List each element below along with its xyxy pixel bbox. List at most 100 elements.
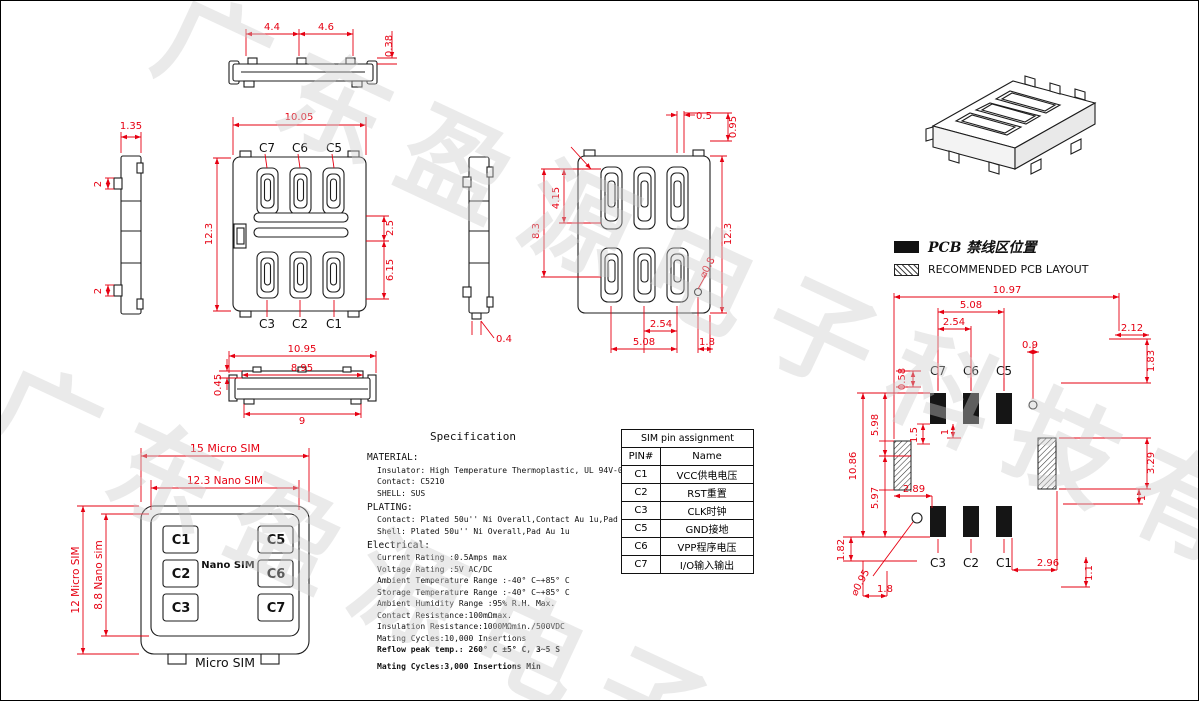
sim-contact-c1: C1 bbox=[172, 533, 191, 548]
pin-col-header: PIN# bbox=[621, 447, 661, 466]
dim-9: 9 bbox=[299, 416, 305, 427]
spec-line-plating: PLATING: bbox=[367, 501, 413, 513]
dim-12-3-back: 12.3 bbox=[723, 223, 734, 245]
dim-0-38: 0.38 bbox=[384, 35, 395, 57]
pin-id: C1 bbox=[621, 465, 661, 484]
spec-line: Contact: C5210 bbox=[377, 477, 445, 486]
pin-name: GND接地 bbox=[660, 519, 754, 538]
dim-1-8-back: 1.8 bbox=[699, 337, 715, 348]
spec-line-electrical: Electrical: bbox=[367, 539, 430, 551]
keepout-swatch-icon bbox=[894, 241, 919, 253]
spec-line: Storage Temperature Range :-40° C~+85° C bbox=[377, 587, 570, 597]
dim-15-micro-sim: 15 Micro SIM bbox=[190, 442, 260, 455]
micro-sim-label: Micro SIM bbox=[195, 655, 255, 670]
pcb-pad-c3 bbox=[930, 506, 946, 537]
back-view-dimensions: 0.5 0.95 4.15 8.3 12.3 2.54 5.08 1.8 ⌀0.… bbox=[531, 111, 739, 353]
legend-recommended-row: RECOMMENDED PCB LAYOUT bbox=[894, 263, 1088, 276]
front-view bbox=[232, 150, 367, 318]
spec-title: Specification bbox=[429, 430, 517, 443]
pin-name: I/O输入输出 bbox=[660, 555, 754, 574]
contact-label-c6: C6 bbox=[292, 141, 308, 155]
front-view-dimensions: 10.05 12.3 2.5 6.15 bbox=[204, 112, 396, 312]
dim-0-45: 0.45 bbox=[213, 374, 224, 396]
dim-2-54: 2.54 bbox=[650, 319, 672, 330]
pin-name: VPP程序电压 bbox=[660, 537, 754, 556]
dim-hole-0-95: ⌀0.95 bbox=[849, 568, 872, 598]
dim-2-top: 2 bbox=[93, 181, 104, 187]
spec-line-mating: Mating Cycles:3,000 Insertions Min bbox=[377, 662, 541, 671]
dim-4-4: 4.4 bbox=[264, 22, 280, 33]
spec-line: Ambient Temperature Range :-40° C~+85° C bbox=[377, 576, 570, 585]
dim-2-5: 2.5 bbox=[385, 220, 396, 236]
dim-1-83: 1.83 bbox=[1146, 350, 1157, 372]
dim-12-3-front: 12.3 bbox=[204, 223, 215, 245]
dim-1-35: 1.35 bbox=[120, 121, 142, 132]
dim-8-95: 8.95 bbox=[291, 363, 313, 374]
pin-table-title: SIM pin assignment bbox=[621, 429, 754, 448]
dim-2-12: 2.12 bbox=[1121, 323, 1143, 334]
dim-12-3-nano-sim: 12.3 Nano SIM bbox=[187, 475, 263, 487]
sim-contact-c6: C6 bbox=[267, 567, 286, 582]
dim-1-82: 1.82 bbox=[836, 539, 847, 561]
dim-12-micro-sim: 12 Micro SIM bbox=[70, 546, 82, 613]
spec-line: Mating Cycles:10,000 Insertions bbox=[377, 633, 527, 643]
dim-10-05: 10.05 bbox=[285, 112, 314, 123]
dim-10-86: 10.86 bbox=[848, 452, 859, 481]
dim-6-15: 6.15 bbox=[385, 259, 396, 281]
front-view-labels: C7 C6 C5 C3 C2 C1 bbox=[259, 141, 342, 331]
specification-block: Specification MATERIAL: Insulator: High … bbox=[367, 430, 647, 671]
pin-name: VCC供电电压 bbox=[660, 465, 754, 484]
hatch-swatch-icon bbox=[894, 263, 919, 276]
contact-label-c3: C3 bbox=[259, 317, 275, 331]
spec-line: Insulator: High Temperature Thermoplasti… bbox=[377, 465, 628, 475]
pcb-layout: C7 C6 C5 C3 C2 C1 bbox=[893, 364, 1057, 570]
dim-5-08-pcb: 5.08 bbox=[960, 300, 982, 311]
dim-2-89: 2.89 bbox=[903, 484, 925, 495]
side-view-right bbox=[462, 156, 494, 320]
pin-name: CLK时钟 bbox=[660, 501, 754, 520]
dim-5-08: 5.08 bbox=[633, 337, 655, 348]
pcb-pad-side-left bbox=[893, 440, 912, 491]
sim-card-view: C1 C2 C3 C5 C6 C7 Nano SIM Micro SIM bbox=[140, 505, 310, 670]
spec-line: SHELL: SUS bbox=[377, 488, 426, 498]
side-view-right-dimensions: 0.4 bbox=[471, 320, 512, 345]
dim-0-5: 0.5 bbox=[696, 111, 712, 122]
pcb-pad-c6 bbox=[963, 393, 979, 424]
contact-label-c7: C7 bbox=[259, 141, 275, 155]
dim-1-1: 1.1 bbox=[1084, 565, 1095, 581]
pcb-legend: PCB 禁线区位置 RECOMMENDED PCB LAYOUT bbox=[894, 237, 1088, 282]
dim-4-15: 4.15 bbox=[551, 187, 562, 209]
pin-id: C2 bbox=[621, 483, 661, 502]
top-view bbox=[228, 57, 378, 88]
sim-contact-c5: C5 bbox=[267, 533, 286, 548]
pcb-hole-095 bbox=[911, 512, 923, 524]
isometric-view bbox=[925, 75, 1097, 175]
nano-sim-label: Nano SIM bbox=[201, 560, 255, 571]
legend-keepout-row: PCB 禁线区位置 bbox=[894, 237, 1088, 257]
dim-10-97: 10.97 bbox=[993, 285, 1022, 296]
pcb-hole-small bbox=[1028, 400, 1038, 410]
bottom-view-dimensions: 10.95 8.95 9 0.45 bbox=[213, 344, 377, 427]
dim-1-mid: 1 bbox=[940, 429, 951, 435]
top-view-dimensions: 4.4 4.6 0.38 bbox=[245, 22, 397, 65]
pin-name: RST重置 bbox=[660, 483, 754, 502]
spec-line: Contact: Plated 50u'' Ni Overall,Contact… bbox=[377, 515, 647, 524]
spec-line-reflow: Reflow peak temp.: 260° C ±5° C, 3~5 S bbox=[377, 645, 561, 654]
pcb-pad-c1 bbox=[996, 506, 1012, 537]
dim-2-bottom: 2 bbox=[93, 288, 104, 294]
keepout-label: PCB 禁线区位置 bbox=[928, 240, 1037, 256]
spec-line: Current Rating :0.5Amps max bbox=[377, 553, 508, 562]
sim-contact-c2: C2 bbox=[172, 567, 191, 582]
dim-8-3: 8.3 bbox=[531, 223, 542, 239]
spec-line: Shell: Plated 50u'' Ni Overall,Pad Au 1u bbox=[377, 526, 570, 536]
dim-1-right: 1 bbox=[1137, 495, 1148, 501]
dim-0-58: 0.58 bbox=[897, 368, 908, 390]
pin-id: C3 bbox=[621, 501, 661, 520]
back-view bbox=[577, 149, 711, 314]
